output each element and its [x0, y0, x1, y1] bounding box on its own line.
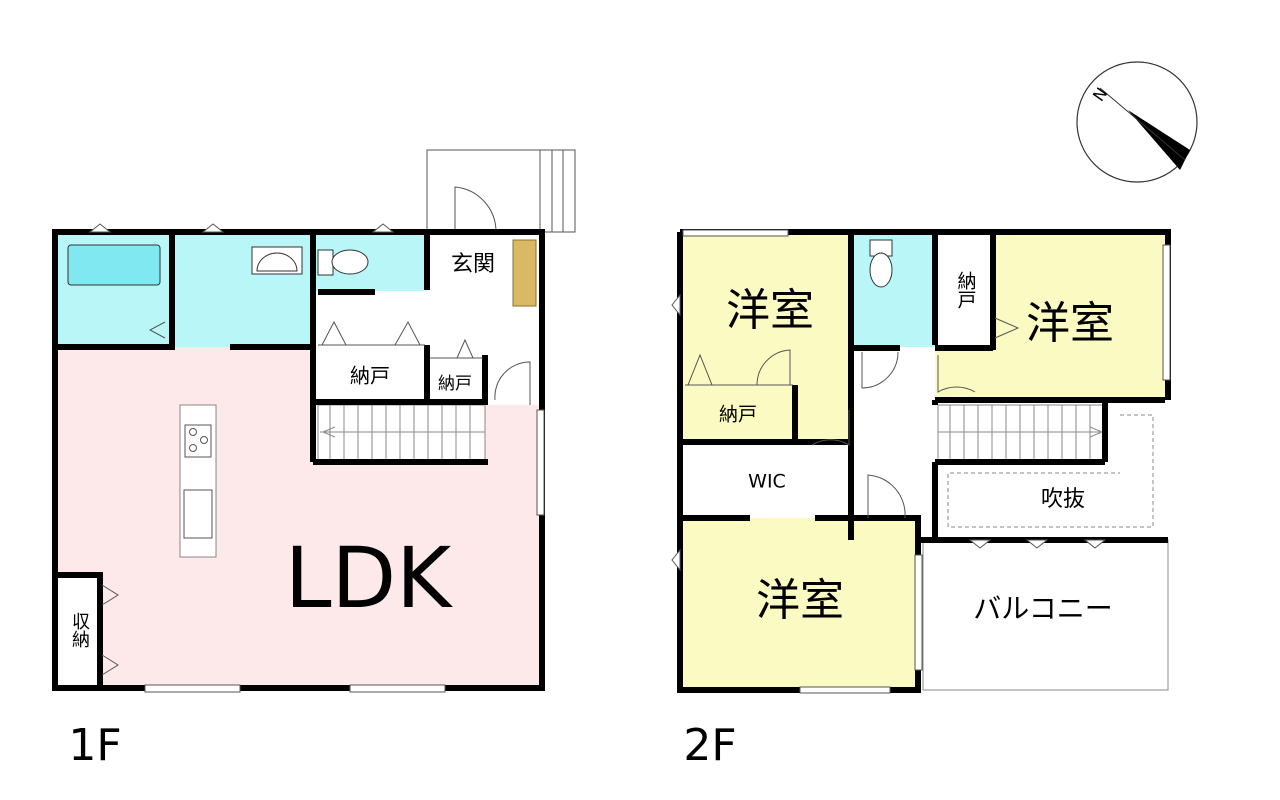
toilet-icon: [331, 249, 369, 275]
room-label-western: 洋室: [1026, 298, 1114, 349]
room-label-storage: 納戸: [719, 404, 757, 426]
toilet-icon: [869, 252, 893, 288]
room-label-storage: 納戸: [955, 271, 977, 309]
stairs-2f: [937, 404, 1106, 461]
room-label-storage: 納戸: [438, 374, 472, 394]
floor-label-2f: 2F: [683, 720, 736, 771]
room-label-balcony: バルコニー: [973, 592, 1112, 625]
room-label-entrance: 玄関: [451, 252, 495, 277]
shoe-cabinet: [512, 239, 537, 307]
bathtub-icon: [67, 244, 161, 286]
void-outline: [947, 414, 1154, 528]
balcony: [922, 539, 1169, 691]
room-label-void: 吹抜: [1041, 487, 1085, 512]
door: [494, 361, 531, 405]
western-room-b: [993, 235, 1165, 400]
western-room-a: [683, 235, 851, 440]
stove-icon: [184, 424, 212, 458]
compass: N: [1076, 61, 1198, 183]
western-room-c: [683, 518, 918, 688]
room-label-ldk: LDK: [285, 529, 453, 627]
stairs-1f: [317, 404, 486, 461]
porch: [426, 149, 576, 233]
floor-1: 玄関 納戸 納戸 LDK 収納 1F: [52, 149, 576, 771]
kitchen-sink-icon: [183, 489, 213, 539]
room-label-storage: 納戸: [350, 364, 390, 388]
closet: [58, 575, 100, 687]
toilet-2f: [853, 235, 935, 347]
entrance-door: [454, 186, 497, 233]
room-label-western: 洋室: [756, 575, 844, 626]
room-label-closet: 収納: [69, 612, 90, 648]
floor-label-1f: 1F: [68, 720, 121, 771]
room-label-western: 洋室: [726, 285, 814, 336]
floor-2: 洋室 洋室 洋室 納戸 納戸 WIC 吹抜 バルコニー 2F: [671, 229, 1171, 771]
room-label-wic: WIC: [748, 471, 786, 493]
